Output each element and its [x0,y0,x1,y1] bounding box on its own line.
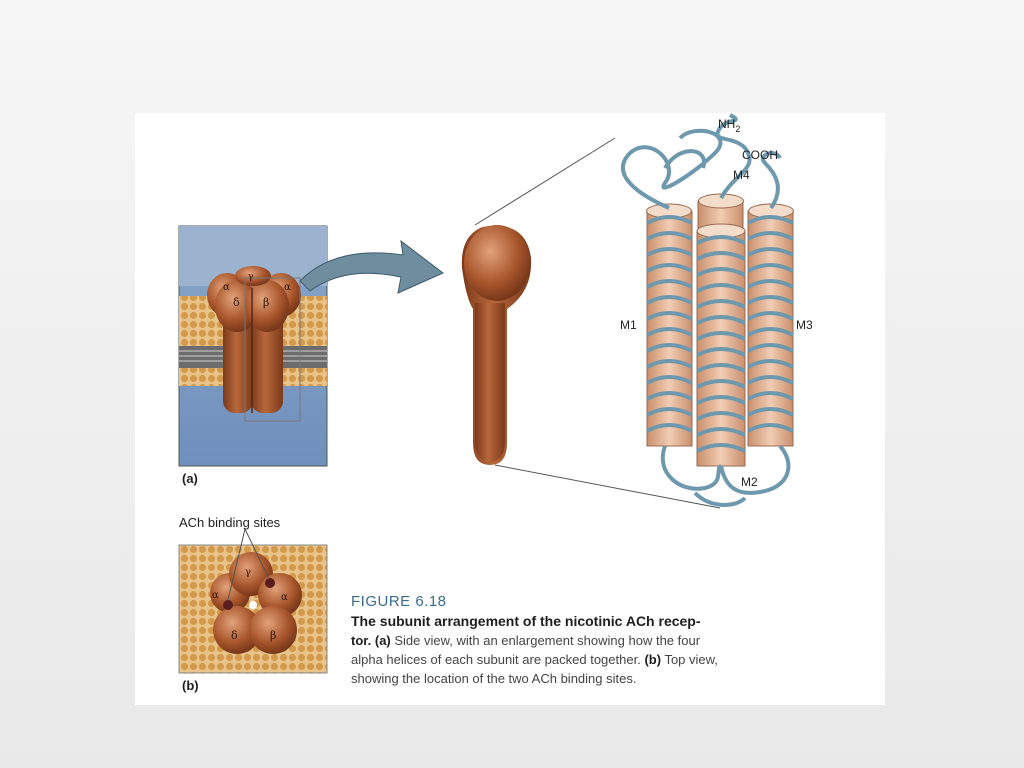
figure-number: FIGURE 6.18 [351,593,447,610]
figure-artwork: α δ β γ α [178,113,794,674]
figure-caption: FIGURE 6.18 The subunit arrangement of t… [351,593,871,688]
helix-bundle [621,113,794,507]
panel-b-top-view: γ α α δ β [178,528,328,674]
m2-label: M2 [741,475,758,489]
subunit-label: α [281,592,288,603]
figure-title-line1: The subunit arrangement of the nicotinic… [351,613,701,629]
m4-label: M4 [733,168,750,182]
enlargement-arrow [299,239,444,294]
panel-b-label: (b) [182,678,199,693]
subunit-label: α [223,282,230,293]
m3-label: M3 [796,318,813,332]
caption-line3: alpha helices of each subunit are packed… [351,652,718,667]
panel-a-label: (a) [182,471,198,486]
m1-label: M1 [620,318,637,332]
subunit-label: γ [245,567,251,578]
subunit-label: δ [233,296,240,309]
figure-card: α δ β γ α [135,113,885,705]
subunit-label: α [284,282,291,293]
subunit-label: α [212,590,219,601]
caption-line2: tor. (a) Side view, with an enlargement … [351,633,701,648]
subunit-label: β [263,296,269,309]
subunit-label: β [270,629,276,642]
subunit-label: δ [231,629,238,642]
caption-line4: showing the location of the two ACh bind… [351,671,637,686]
subunit-label: γ [248,272,253,282]
ach-binding-sites-label: ACh binding sites [179,515,281,530]
nh2-label: NH2 [718,117,741,134]
single-subunit [461,225,532,465]
panel-a-side-view: α δ β γ α [178,225,328,467]
projection-lines [474,137,721,509]
cooh-label: COOH [742,148,778,162]
